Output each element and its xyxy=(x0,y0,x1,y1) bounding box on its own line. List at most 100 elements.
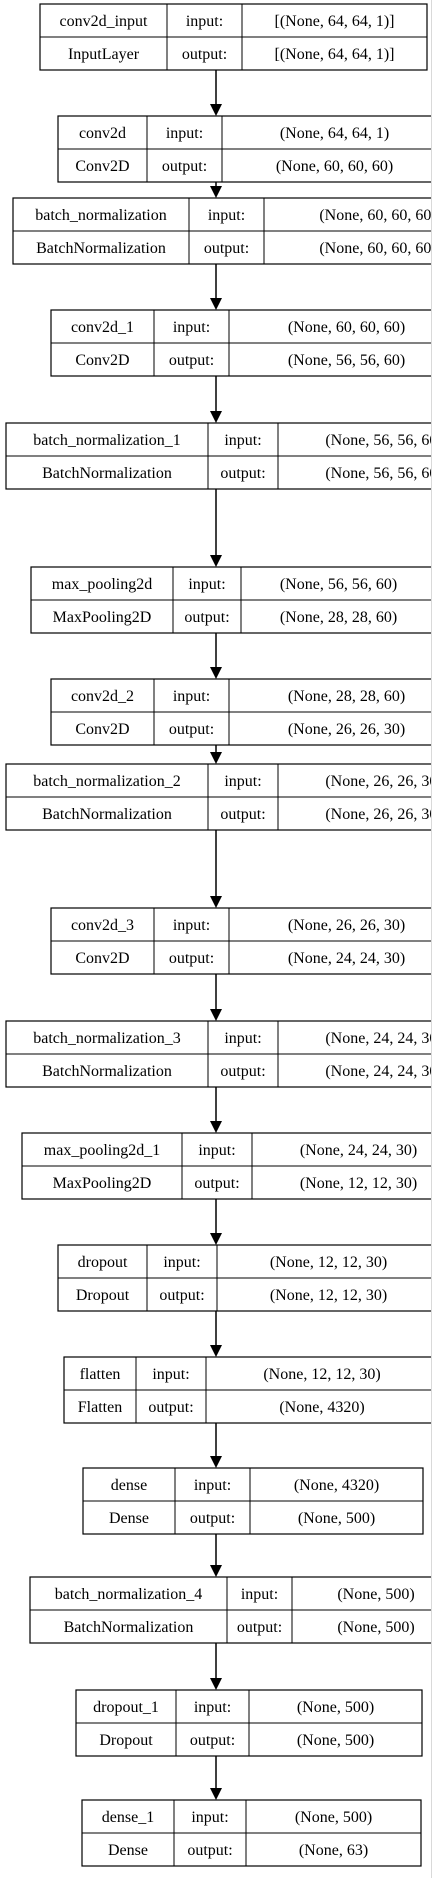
layer-name: conv2d_input xyxy=(60,13,149,30)
arrow-head-icon xyxy=(210,1009,222,1021)
output-label: output: xyxy=(169,721,214,738)
output-label: output: xyxy=(182,46,227,63)
input-label: input: xyxy=(208,207,245,224)
input-shape: (None, 24, 24, 30) xyxy=(300,1142,417,1159)
output-shape: (None, 500) xyxy=(298,1510,375,1527)
output-shape: [(None, 64, 64, 1)] xyxy=(275,46,395,63)
layer-node-batch-normalization: batch_normalizationBatchNormalizationinp… xyxy=(12,197,432,265)
connector-arrow xyxy=(210,974,222,1021)
layer-type: Dense xyxy=(109,1510,149,1527)
output-shape: (None, 60, 60, 60) xyxy=(319,240,432,257)
input-shape: [(None, 64, 64, 1)] xyxy=(275,13,395,30)
layer-name: conv2d xyxy=(79,125,126,142)
layer-type: MaxPooling2D xyxy=(53,609,152,626)
layer-name: batch_normalization_3 xyxy=(33,1030,181,1047)
arrow-head-icon xyxy=(210,104,222,116)
output-shape: (None, 12, 12, 30) xyxy=(300,1175,417,1192)
output-shape: (None, 26, 26, 30) xyxy=(288,721,405,738)
connector-arrow xyxy=(210,1643,222,1690)
output-label: output: xyxy=(184,609,229,626)
layer-type: Flatten xyxy=(78,1399,122,1416)
output-label: output: xyxy=(187,1842,232,1859)
arrow-head-icon xyxy=(210,1788,222,1800)
input-shape: (None, 56, 56, 60) xyxy=(280,576,397,593)
input-shape: (None, 12, 12, 30) xyxy=(270,1254,387,1271)
layer-type: BatchNormalization xyxy=(42,465,172,482)
input-shape: (None, 60, 60, 60) xyxy=(288,319,405,336)
output-label: output: xyxy=(220,1063,265,1080)
output-shape: (None, 28, 28, 60) xyxy=(280,609,397,626)
output-label: output: xyxy=(169,950,214,967)
input-shape: (None, 28, 28, 60) xyxy=(288,688,405,705)
input-shape: (None, 24, 24, 30) xyxy=(325,1030,432,1047)
layer-type: Dense xyxy=(108,1842,148,1859)
layer-name: dropout_1 xyxy=(93,1699,159,1716)
layer-node-batch-normalization-3: batch_normalization_3BatchNormalizationi… xyxy=(5,1020,432,1088)
input-label: input: xyxy=(194,1699,231,1716)
arrow-head-icon xyxy=(210,896,222,908)
layer-type: Dropout xyxy=(76,1287,130,1304)
connector-arrow xyxy=(210,633,222,679)
arrow-head-icon xyxy=(210,752,222,764)
arrow-head-icon xyxy=(210,1233,222,1245)
layer-name: batch_normalization_4 xyxy=(55,1586,203,1603)
output-shape: (None, 500) xyxy=(297,1732,374,1749)
arrow-head-icon xyxy=(210,1565,222,1577)
output-shape: (None, 12, 12, 30) xyxy=(270,1287,387,1304)
output-shape: (None, 56, 56, 60) xyxy=(325,465,432,482)
connector-arrow xyxy=(210,182,222,198)
input-shape: (None, 26, 26, 30) xyxy=(288,917,405,934)
layer-name: dense xyxy=(111,1477,147,1494)
layer-type: Conv2D xyxy=(75,352,129,369)
output-shape: (None, 500) xyxy=(337,1619,414,1636)
input-shape: (None, 12, 12, 30) xyxy=(263,1366,380,1383)
layer-type: Dropout xyxy=(99,1732,153,1749)
output-label: output: xyxy=(237,1619,282,1636)
connector-arrow xyxy=(210,1756,222,1800)
input-label: input: xyxy=(166,125,203,142)
input-shape: (None, 500) xyxy=(297,1699,374,1716)
layer-type: BatchNormalization xyxy=(42,806,172,823)
layer-name: flatten xyxy=(80,1366,121,1383)
connector-arrow xyxy=(210,1423,222,1468)
layer-type: Conv2D xyxy=(75,950,129,967)
connector-arrow xyxy=(210,70,222,116)
layer-name: conv2d_2 xyxy=(71,688,134,705)
input-label: input: xyxy=(188,576,225,593)
layer-node-batch-normalization-2: batch_normalization_2BatchNormalizationi… xyxy=(5,763,432,831)
arrow-head-icon xyxy=(210,1456,222,1468)
input-label: input: xyxy=(224,432,261,449)
connector-arrow xyxy=(210,489,222,567)
layer-type: Conv2D xyxy=(75,158,129,175)
layer-type: BatchNormalization xyxy=(64,1619,194,1636)
input-shape: (None, 500) xyxy=(295,1809,372,1826)
output-shape: (None, 60, 60, 60) xyxy=(276,158,393,175)
layer-name: max_pooling2d xyxy=(52,576,152,593)
connector-arrow xyxy=(210,1534,222,1577)
layer-type: BatchNormalization xyxy=(36,240,166,257)
input-shape: (None, 26, 26, 30) xyxy=(325,773,432,790)
connector-arrow xyxy=(210,1311,222,1357)
input-shape: (None, 56, 56, 60) xyxy=(325,432,432,449)
output-label: output: xyxy=(220,465,265,482)
input-shape: (None, 60, 60, 60) xyxy=(319,207,432,224)
input-label: input: xyxy=(163,1254,200,1271)
arrow-head-icon xyxy=(210,667,222,679)
layer-name: conv2d_1 xyxy=(71,319,134,336)
output-label: output: xyxy=(190,1510,235,1527)
input-label: input: xyxy=(198,1142,235,1159)
output-shape: (None, 63) xyxy=(299,1842,368,1859)
layer-name: batch_normalization_1 xyxy=(33,432,181,449)
connector-arrow xyxy=(210,264,222,310)
output-label: output: xyxy=(220,806,265,823)
input-label: input: xyxy=(224,773,261,790)
